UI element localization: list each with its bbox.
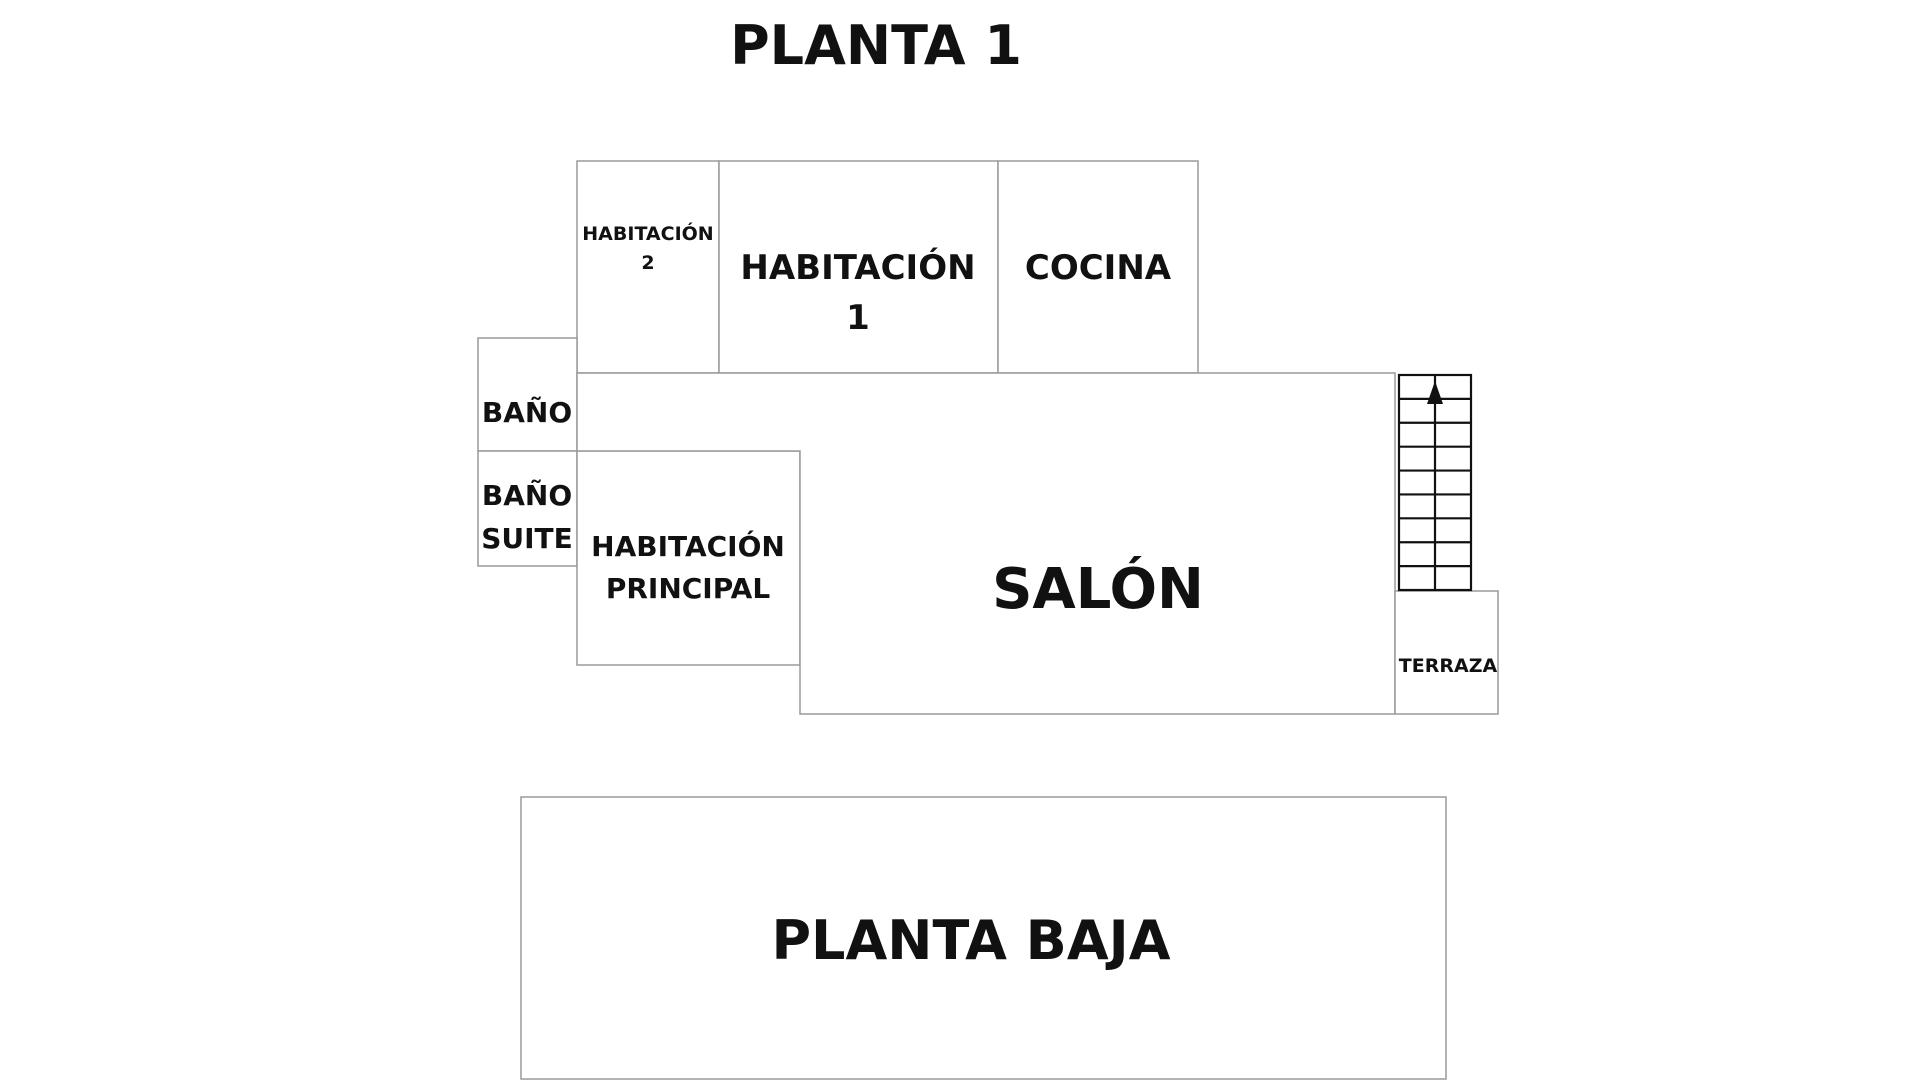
room-planta-baja <box>520 796 1447 1080</box>
page-title: PLANTA 1 <box>730 14 1022 77</box>
room-habitacion-2 <box>576 160 720 374</box>
label-salon: SALÓN <box>992 557 1204 622</box>
label-bano: BAÑO <box>482 395 572 429</box>
room-habitacion-principal <box>576 450 801 666</box>
stairs-icon <box>1397 373 1473 592</box>
label-bano-suite-line-1: BAÑO <box>482 478 572 512</box>
room-terraza <box>1394 590 1499 715</box>
label-habitacion-2-line-1: HABITACIÓN <box>582 221 713 245</box>
label-terraza: TERRAZA <box>1399 655 1498 677</box>
label-habitacion-1-line-2: 1 <box>846 298 870 338</box>
label-cocina: COCINA <box>1025 248 1172 288</box>
room-bano-suite <box>477 450 578 567</box>
label-habitacion-principal-line-1: HABITACIÓN <box>591 529 785 563</box>
label-habitacion-principal-line-2: PRINCIPAL <box>606 572 771 605</box>
label-planta-baja: PLANTA BAJA <box>771 909 1170 972</box>
arrow-up-icon <box>1427 381 1443 404</box>
room-bano <box>477 337 578 452</box>
room-salon <box>576 372 1396 715</box>
room-habitacion-1 <box>718 160 999 374</box>
label-habitacion-2-line-2: 2 <box>641 252 654 274</box>
room-cocina <box>997 160 1199 374</box>
label-bano-suite-line-2: SUITE <box>481 522 573 555</box>
label-habitacion-1-line-1: HABITACIÓN <box>740 247 975 288</box>
